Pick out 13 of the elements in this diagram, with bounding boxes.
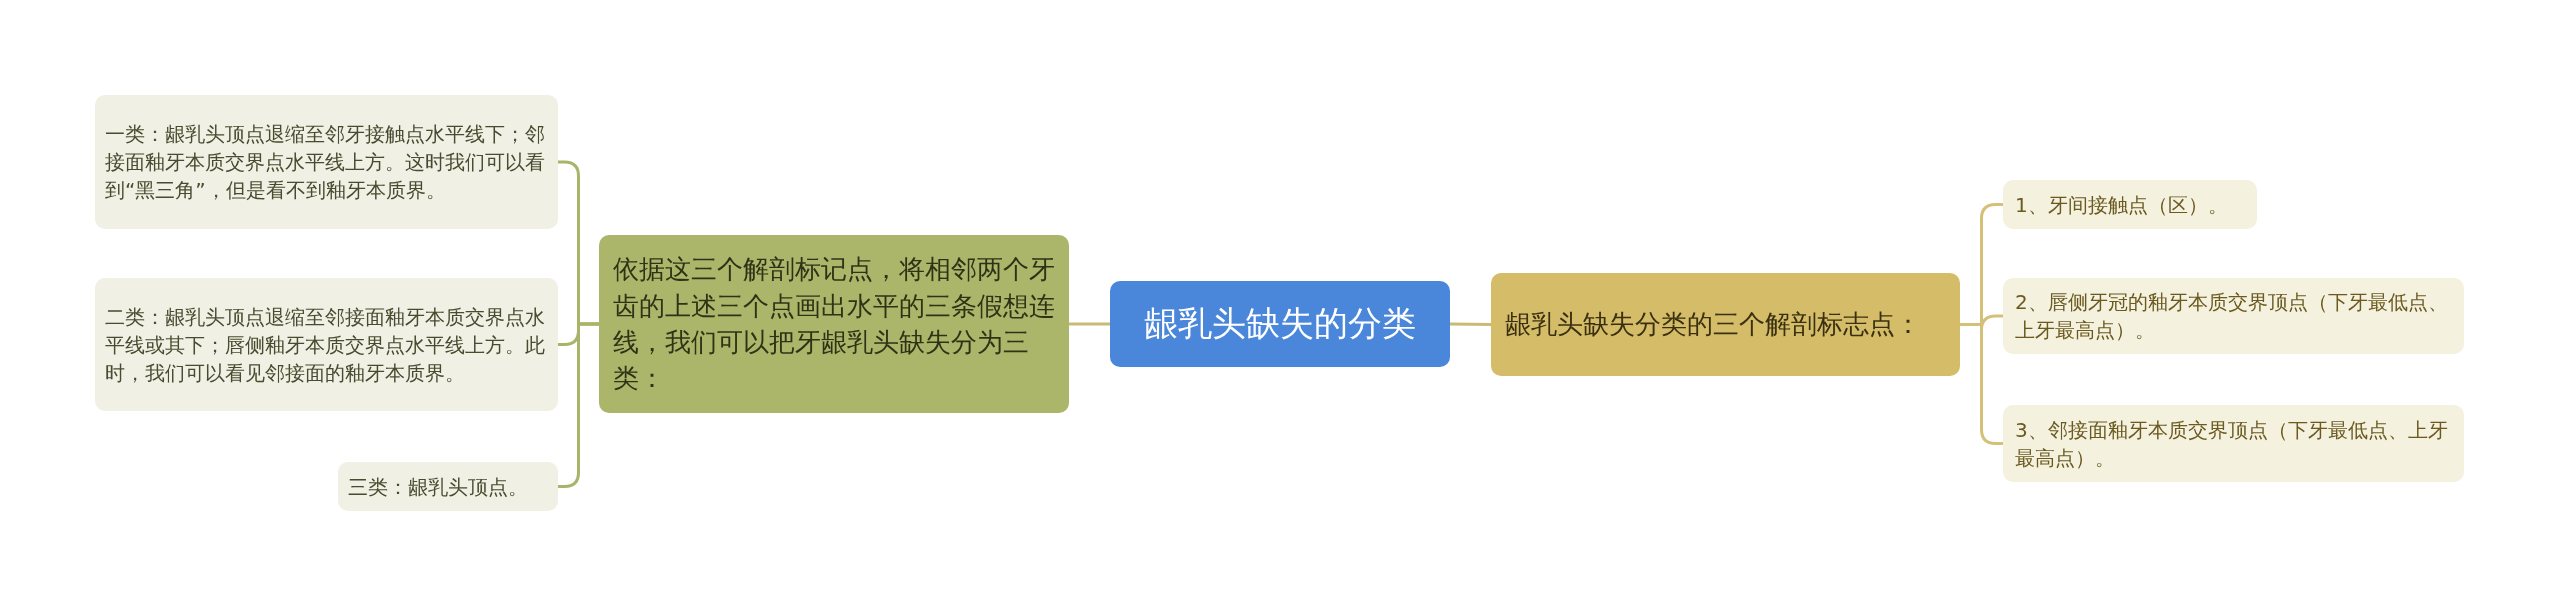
leaf-box: 1、牙间接触点（区）。 — [2003, 180, 2257, 229]
branch-box: 依据这三个解剖标记点，将相邻两个牙齿的上述三个点画出水平的三条假想连线，我们可以把牙龈乳头缺失分为三类： — [599, 235, 1069, 413]
leaf-box: 三类：龈乳头顶点。 — [338, 462, 558, 511]
leaf-box: 2、唇侧牙冠的釉牙本质交界顶点（下牙最低点、上牙最高点）。 — [2003, 278, 2464, 354]
topic-box: 龈乳头缺失的分类 — [1110, 281, 1450, 367]
branch-box: 龈乳头缺失分类的三个解剖标志点： — [1491, 273, 1960, 376]
leaf-box: 3、邻接面釉牙本质交界顶点（下牙最低点、上牙最高点）。 — [2003, 405, 2464, 482]
leaf-box: 二类：龈乳头顶点退缩至邻接面釉牙本质交界点水平线或其下；唇侧釉牙本质交界点水平线上方。此时，我们可以看见邻接面的釉牙本质界。 — [95, 278, 558, 411]
leaf-box: 一类：龈乳头顶点退缩至邻牙接触点水平线下；邻接面釉牙本质交界点水平线上方。这时我们可以看到“黑三角”，但是看不到釉牙本质界。 — [95, 95, 558, 229]
connector-line — [558, 322, 599, 488]
connector-line — [1449, 322, 1492, 326]
connector-line — [1069, 322, 1110, 326]
connector-line — [1960, 323, 2003, 445]
